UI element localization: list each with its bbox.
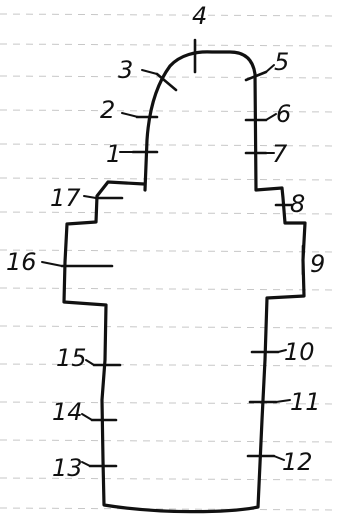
tick-3 [155, 72, 178, 92]
label-15: 15 [56, 344, 87, 372]
shape-outline [62, 50, 307, 514]
leader-10 [277, 349, 287, 353]
leader-2 [121, 112, 139, 118]
leader-15 [85, 359, 95, 366]
label-6: 6 [276, 100, 291, 128]
leader-6 [265, 113, 277, 121]
label-13: 13 [52, 454, 83, 482]
ruled-lines [0, 13, 337, 511]
leader-3 [141, 69, 158, 75]
leader-11 [275, 399, 291, 403]
leader-12 [273, 455, 285, 461]
label-9: 9 [310, 250, 325, 278]
leader-16 [41, 261, 63, 267]
label-3: 3 [118, 56, 133, 84]
label-14: 14 [52, 398, 83, 426]
label-8: 8 [290, 190, 305, 218]
label-5: 5 [274, 48, 289, 76]
label-1: 1 [106, 140, 121, 168]
label-11: 11 [290, 388, 321, 416]
label-12: 12 [282, 448, 313, 476]
tick-5 [244, 70, 268, 82]
label-16: 16 [6, 248, 37, 276]
label-4: 4 [192, 2, 207, 30]
leader-13 [81, 461, 91, 467]
leader-14 [81, 413, 93, 421]
leader-5 [265, 64, 275, 73]
leader-17 [83, 195, 97, 199]
label-10: 10 [284, 338, 315, 366]
label-17: 17 [50, 184, 81, 212]
label-2: 2 [100, 96, 115, 124]
label-7: 7 [272, 140, 288, 168]
